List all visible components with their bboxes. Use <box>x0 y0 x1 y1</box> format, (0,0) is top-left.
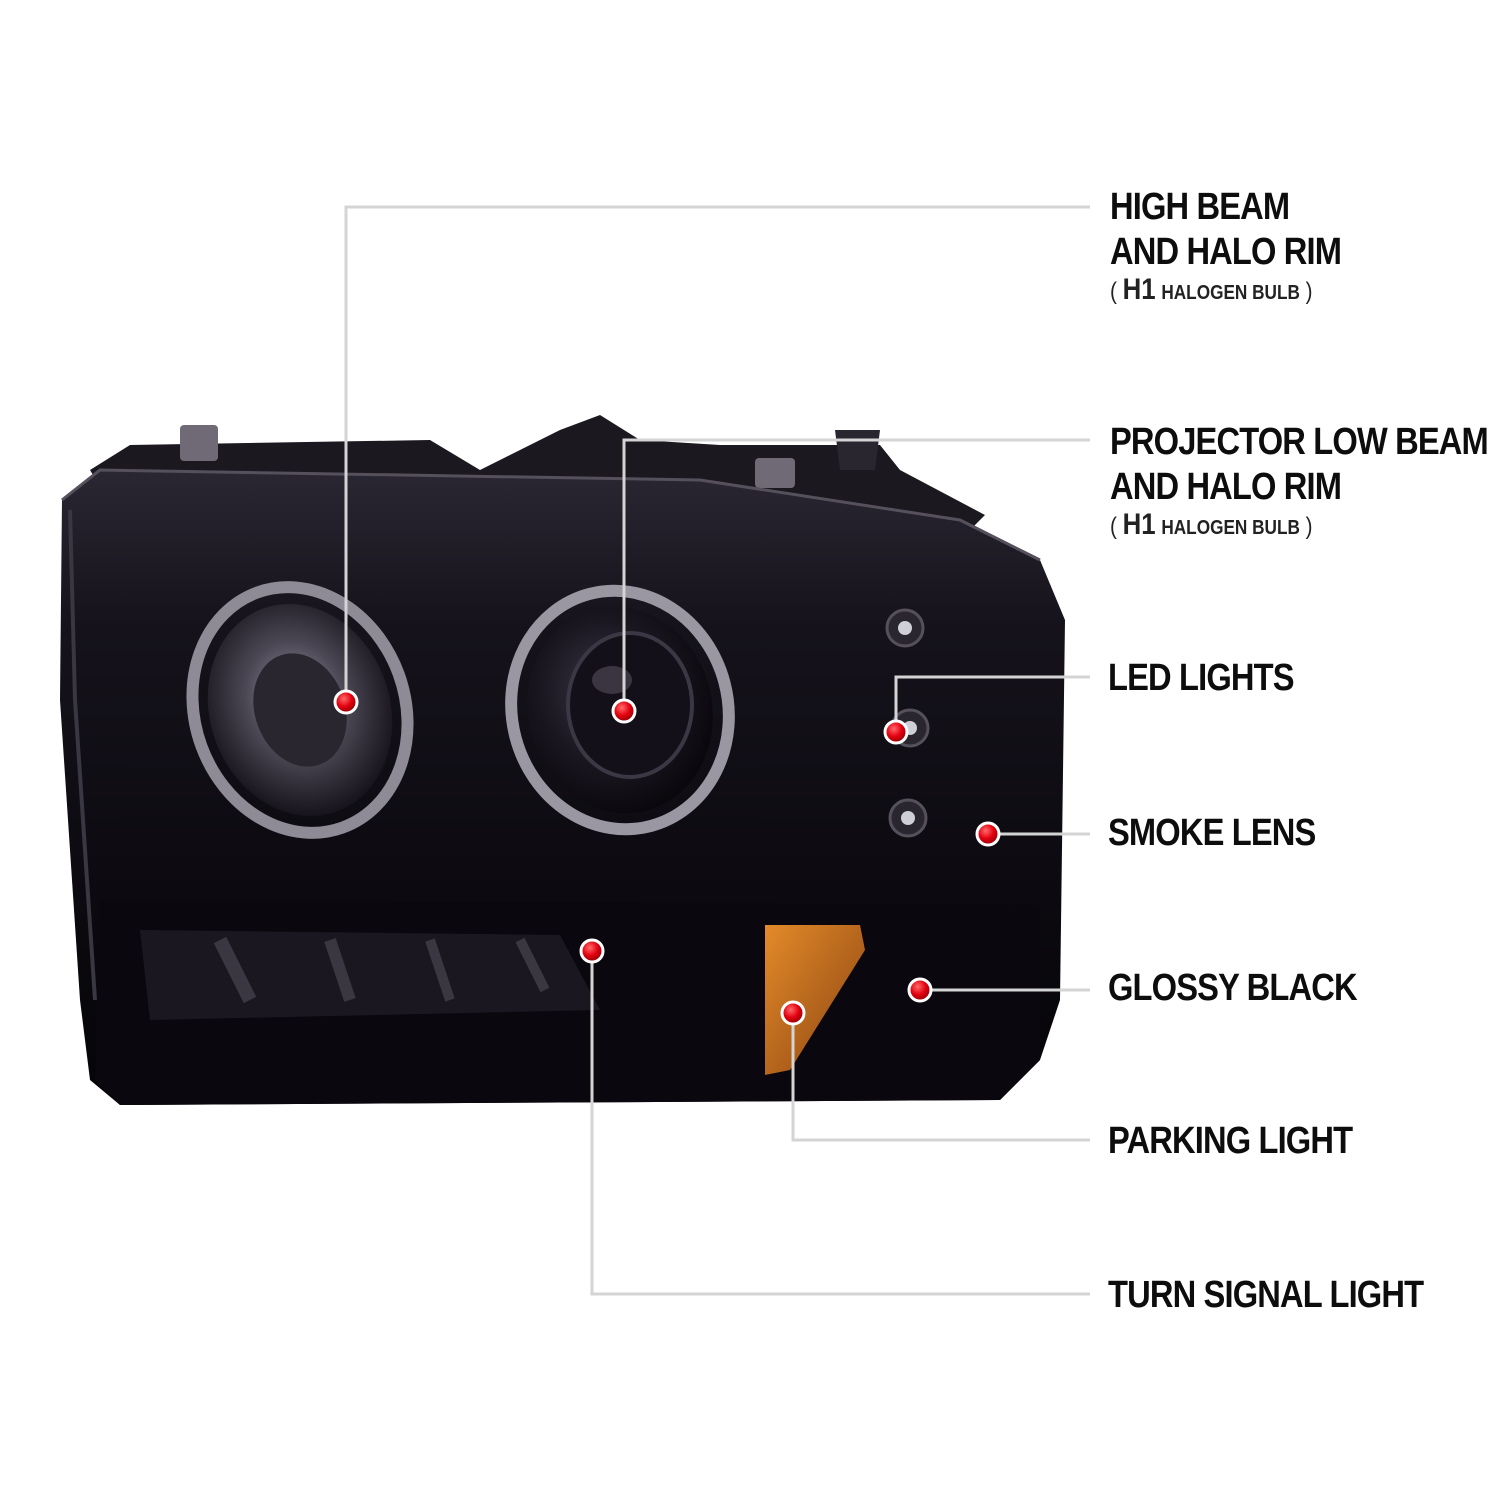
amber-parking-lens <box>765 925 865 1075</box>
callout-projector-line-1: PROJECTOR LOW BEAM <box>1110 421 1489 463</box>
callout-turn-signal-light: TURN SIGNAL LIGHT <box>1108 1273 1424 1318</box>
callout-glossy-black: GLOSSY BLACK <box>1108 966 1358 1011</box>
leader-high-beam <box>344 205 1090 702</box>
leader-parking-light <box>791 1013 1090 1142</box>
callout-high-beam: HIGH BEAM AND HALO RIM ( H1 HALOGEN BULB… <box>1110 185 1342 308</box>
mount-tab-right <box>755 458 795 488</box>
callout-smoke-lens: SMOKE LENS <box>1108 811 1316 856</box>
callout-glossy-black-text: GLOSSY BLACK <box>1108 967 1358 1009</box>
mount-tab-left <box>180 425 218 461</box>
callout-parking-light: PARKING LIGHT <box>1108 1119 1353 1164</box>
leader-projector <box>622 438 1090 711</box>
dot-projector <box>611 698 637 724</box>
high-beam-halo-ring <box>186 581 414 839</box>
leader-turn-signal <box>590 951 1090 1296</box>
callout-parking-light-text: PARKING LIGHT <box>1108 1120 1353 1162</box>
dot-parking-light <box>780 1000 806 1026</box>
callout-smoke-lens-text: SMOKE LENS <box>1108 812 1316 854</box>
callout-turn-signal-light-text: TURN SIGNAL LIGHT <box>1108 1274 1424 1316</box>
callout-projector-low-beam: PROJECTOR LOW BEAM AND HALO RIM ( H1 HAL… <box>1110 420 1489 543</box>
callout-high-beam-line-1: HIGH BEAM <box>1110 186 1290 228</box>
dot-smoke-lens <box>975 821 1001 847</box>
leader-lines <box>344 205 1090 1296</box>
dot-high-beam <box>333 689 359 715</box>
callout-led-lights: LED LIGHTS <box>1108 656 1295 701</box>
callout-high-beam-line-2: AND HALO RIM <box>1110 231 1342 273</box>
adjuster-screw <box>835 430 880 470</box>
callout-high-beam-bulb-note: ( H1 HALOGEN BULB ) <box>1110 273 1313 306</box>
callout-dots <box>333 689 1001 1026</box>
dot-turn-signal <box>579 938 605 964</box>
callout-led-lights-text: LED LIGHTS <box>1108 657 1295 699</box>
callout-projector-line-2: AND HALO RIM <box>1110 466 1342 508</box>
leader-led-lights <box>894 675 1090 732</box>
dot-led-lights <box>883 719 909 745</box>
callout-projector-bulb-note: ( H1 HALOGEN BULB ) <box>1110 508 1313 541</box>
housing-top-edge <box>61 468 1041 562</box>
housing-side-highlight <box>68 509 97 1001</box>
dot-glossy-black <box>907 977 933 1003</box>
projector-halo-ring <box>505 584 735 836</box>
